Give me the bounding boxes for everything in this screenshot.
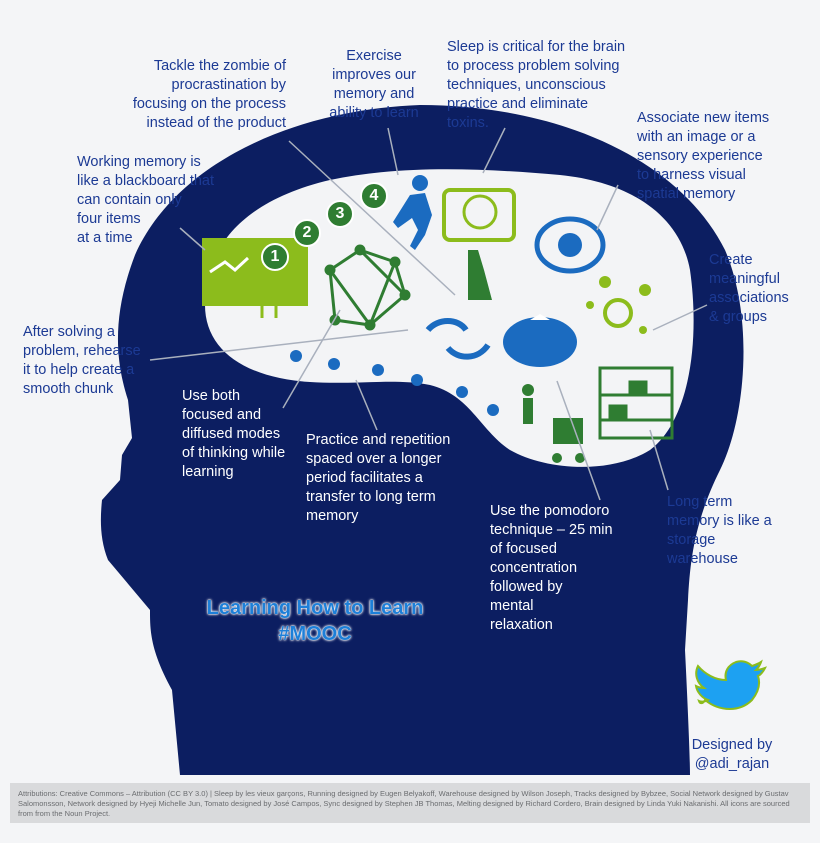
blackboard-icon [202, 238, 308, 318]
melting-hand-icon [468, 250, 492, 300]
network-icon [324, 244, 411, 331]
twitter-icon [694, 659, 767, 710]
note-working-memory: Working memory is like a blackboard that… [77, 154, 215, 246]
title-line-1: Learning How to Learn [206, 597, 424, 619]
step-number-4: 4 [369, 187, 379, 204]
title-line-2: #MOOC [278, 623, 352, 645]
note-rehearse: After solving a problem, rehearse it to … [23, 324, 141, 397]
cart-icon [522, 384, 585, 463]
step-number-3: 3 [335, 205, 345, 222]
bubbles-icon [586, 276, 651, 334]
running-icon [393, 175, 432, 250]
note-sleep: Sleep is critical for the brain to proce… [447, 39, 626, 131]
paw-tracks-icon [290, 350, 499, 416]
note-spaced: Practice and repetition spaced over a lo… [306, 432, 451, 524]
attribution-footer: Attributions: Creative Commons – Attribu… [10, 783, 810, 823]
sync-icon [425, 318, 491, 360]
credit-line-2: @adi_rajan [694, 756, 770, 772]
leader-lines [149, 127, 708, 501]
note-pomodoro: Use the pomodoro technique – 25 min of f… [490, 503, 613, 633]
step-number-2: 2 [302, 224, 312, 241]
tomato-icon [503, 314, 577, 367]
warehouse-icon [598, 366, 674, 440]
note-focused-diffused: Use both focused and diffused modes of t… [182, 388, 286, 480]
note-exercise: Exercise improves our memory and ability… [329, 48, 419, 121]
eye-icon [534, 216, 606, 274]
step-circles [261, 182, 388, 271]
sleep-icon [442, 188, 516, 242]
note-meaningful: Create meaningful associations & groups [709, 252, 789, 325]
credit-line-1: Designed by [691, 737, 773, 753]
note-procrastination: Tackle the zombie of procrastination by … [132, 58, 286, 131]
note-associate: Associate new items with an image or a s… [637, 110, 770, 202]
step-number-1: 1 [270, 248, 280, 265]
note-long-term: Long term memory is like a storage wareh… [667, 494, 772, 567]
